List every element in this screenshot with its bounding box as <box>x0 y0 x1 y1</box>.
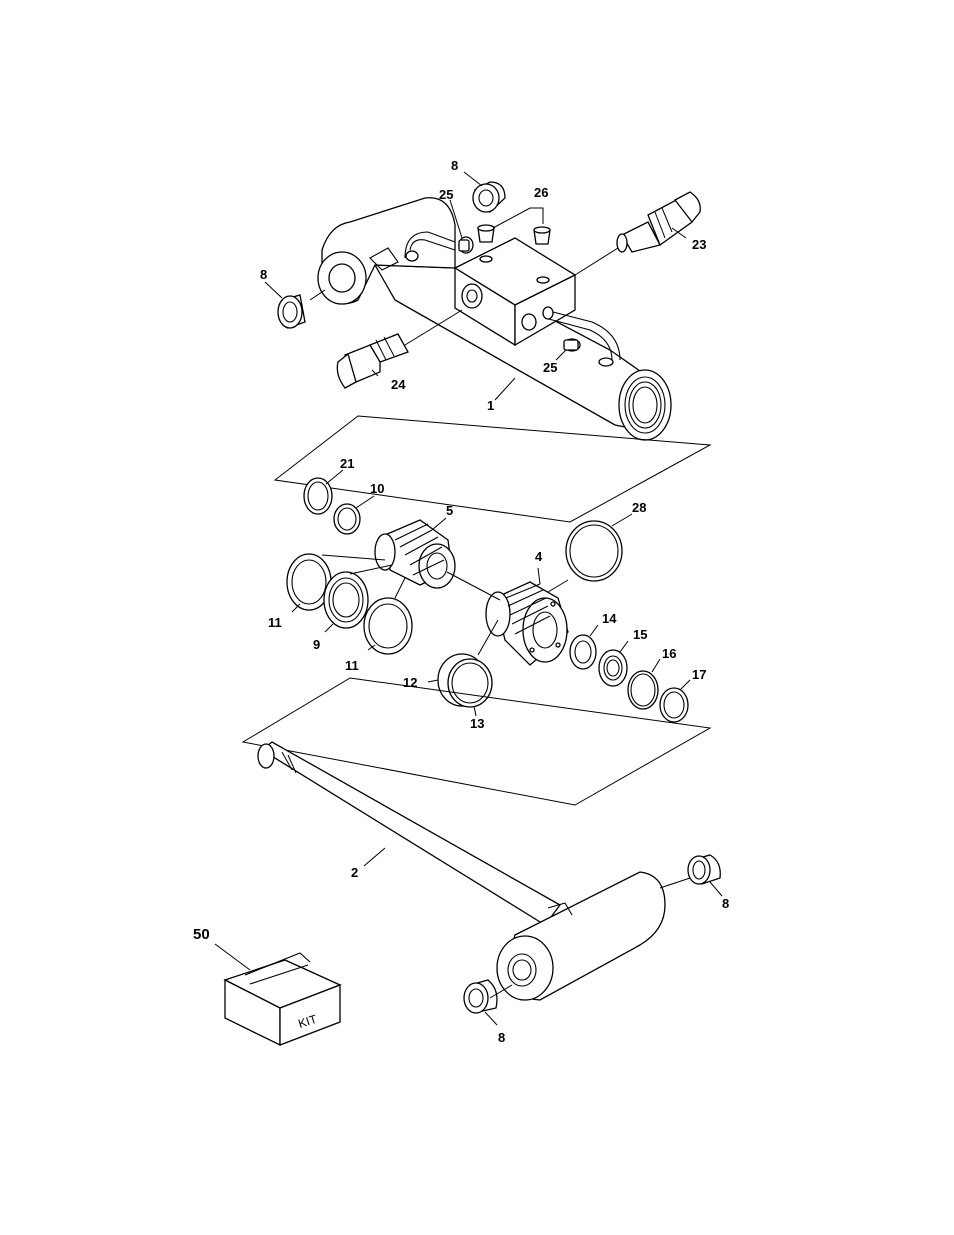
piston-seal-9 <box>324 572 368 628</box>
callout-28: 28 <box>632 500 646 515</box>
bushing-8-top <box>473 182 505 212</box>
callout-9: 9 <box>313 637 320 652</box>
o-ring-16 <box>628 671 658 709</box>
plug-26-right <box>534 227 550 244</box>
callout-15: 15 <box>633 627 647 642</box>
callout-8: 8 <box>451 158 458 173</box>
callout-8: 8 <box>722 896 729 911</box>
callout-26: 26 <box>534 185 548 200</box>
callout-50: 50 <box>193 926 210 943</box>
backup-ring-13 <box>448 659 492 707</box>
rod-wiper-14 <box>570 635 596 669</box>
callout-10: 10 <box>370 481 384 496</box>
piston-5 <box>375 520 455 588</box>
cartridge-valve-23 <box>617 192 700 252</box>
barrel-assembly <box>318 198 671 440</box>
callout-13: 13 <box>470 716 484 731</box>
gland-4 <box>486 582 568 665</box>
callout-17: 17 <box>692 667 706 682</box>
fitting-25-top <box>459 237 473 253</box>
bushing-8-left <box>278 295 305 328</box>
rod-seal-15 <box>599 650 627 686</box>
callout-14: 14 <box>602 611 617 626</box>
callout-8: 8 <box>498 1030 505 1045</box>
o-ring-28 <box>566 521 622 581</box>
rod-2 <box>258 742 665 1000</box>
callout-23: 23 <box>692 237 706 252</box>
callout-11: 11 <box>268 615 282 630</box>
callout-1: 1 <box>487 398 494 413</box>
callout-8: 8 <box>260 267 267 282</box>
callout-5: 5 <box>446 503 453 518</box>
backup-ring-17 <box>660 688 688 722</box>
callout-25: 25 <box>439 187 453 202</box>
callout-24: 24 <box>391 377 406 392</box>
callout-4: 4 <box>535 549 543 564</box>
callout-25: 25 <box>543 360 557 375</box>
plug-26-left <box>478 225 494 242</box>
bushing-8-bottom-right <box>688 855 720 884</box>
fitting-25-right <box>564 339 580 351</box>
callout-11: 11 <box>345 658 359 673</box>
callout-2: 2 <box>351 865 358 880</box>
wear-ring-11-bottom <box>364 598 412 654</box>
callout-16: 16 <box>662 646 676 661</box>
kit-box-50: KIT <box>215 944 340 1045</box>
retaining-ring-21 <box>304 478 332 514</box>
o-ring-10 <box>334 504 360 534</box>
callout-12: 12 <box>403 675 417 690</box>
callout-21: 21 <box>340 456 354 471</box>
